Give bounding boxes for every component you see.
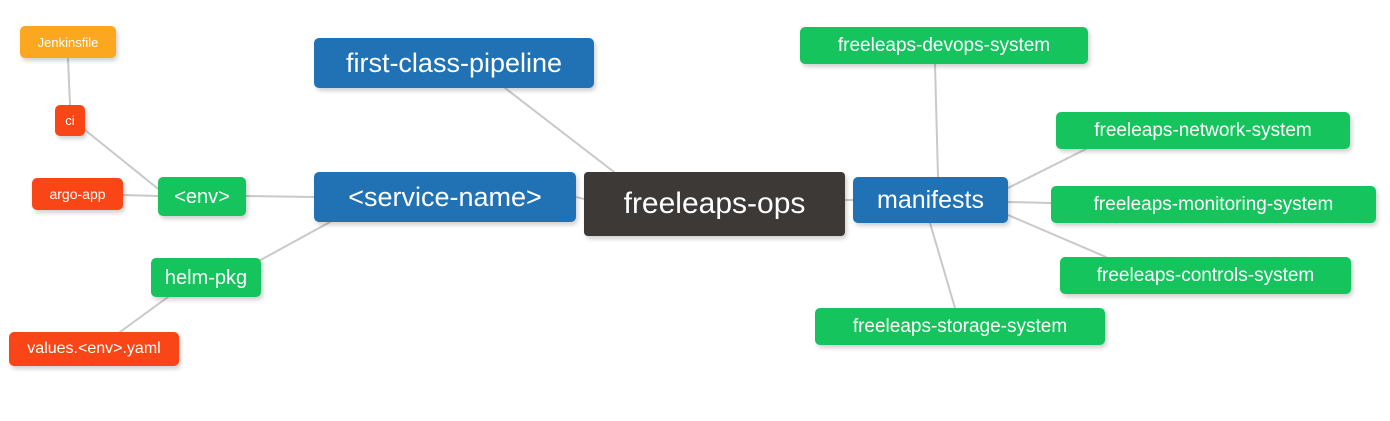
edge-manifests-to-freeleaps-storage-system xyxy=(929,222,956,309)
edge-jenkinsfile-to-ci xyxy=(67,57,71,106)
edge-manifests-to-freeleaps-network-system xyxy=(1007,148,1087,189)
node-jenkinsfile[interactable]: Jenkinsfile xyxy=(20,26,116,58)
node-label-freeleaps-ops: freeleaps-ops xyxy=(623,187,806,220)
node-label-first-class-pipeline: first-class-pipeline xyxy=(345,47,563,78)
node-freeleaps-monitoring-system[interactable]: freeleaps-monitoring-system xyxy=(1051,186,1376,223)
node-freeleaps-storage-system[interactable]: freeleaps-storage-system xyxy=(815,308,1105,345)
node-label-freeleaps-storage-system: freeleaps-storage-system xyxy=(852,316,1068,337)
edge-helm-pkg-to-service-name xyxy=(256,221,331,263)
node-label-service-name: <service-name> xyxy=(348,181,542,212)
node-label-freeleaps-network-system: freeleaps-network-system xyxy=(1094,120,1312,141)
node-freeleaps-ops[interactable]: freeleaps-ops xyxy=(584,172,845,236)
node-manifests[interactable]: manifests xyxy=(853,177,1008,223)
node-freeleaps-controls-system[interactable]: freeleaps-controls-system xyxy=(1060,257,1351,294)
node-freeleaps-network-system[interactable]: freeleaps-network-system xyxy=(1056,112,1350,149)
edge-manifests-to-freeleaps-monitoring-system xyxy=(1007,201,1052,204)
node-label-manifests: manifests xyxy=(877,185,984,214)
node-first-class-pipeline[interactable]: first-class-pipeline xyxy=(314,38,594,88)
edge-service-name-to-freeleaps-ops xyxy=(575,196,585,200)
node-ci[interactable]: ci xyxy=(55,105,85,136)
edge-first-class-pipeline-to-freeleaps-ops xyxy=(504,87,615,173)
node-label-values-yaml: values.<env>.yaml xyxy=(27,340,161,357)
node-env[interactable]: <env> xyxy=(158,177,246,216)
node-label-env: <env> xyxy=(174,185,230,208)
node-label-freeleaps-monitoring-system: freeleaps-monitoring-system xyxy=(1093,194,1334,215)
node-label-jenkinsfile: Jenkinsfile xyxy=(37,34,99,50)
node-freeleaps-devops-system[interactable]: freeleaps-devops-system xyxy=(800,27,1088,64)
node-argo-app[interactable]: argo-app xyxy=(32,178,123,210)
edge-env-to-service-name xyxy=(245,195,315,198)
node-label-argo-app: argo-app xyxy=(49,186,106,202)
node-label-freeleaps-controls-system: freeleaps-controls-system xyxy=(1096,265,1315,286)
node-helm-pkg[interactable]: helm-pkg xyxy=(151,258,261,297)
node-label-freeleaps-devops-system: freeleaps-devops-system xyxy=(837,35,1051,56)
edge-values-yaml-to-helm-pkg xyxy=(119,296,169,333)
edge-manifests-to-freeleaps-devops-system xyxy=(934,63,939,178)
node-service-name[interactable]: <service-name> xyxy=(314,172,576,222)
edge-argo-app-to-env xyxy=(122,194,159,197)
node-label-ci: ci xyxy=(65,113,75,128)
node-values-yaml[interactable]: values.<env>.yaml xyxy=(9,332,179,366)
node-label-helm-pkg: helm-pkg xyxy=(164,266,248,289)
